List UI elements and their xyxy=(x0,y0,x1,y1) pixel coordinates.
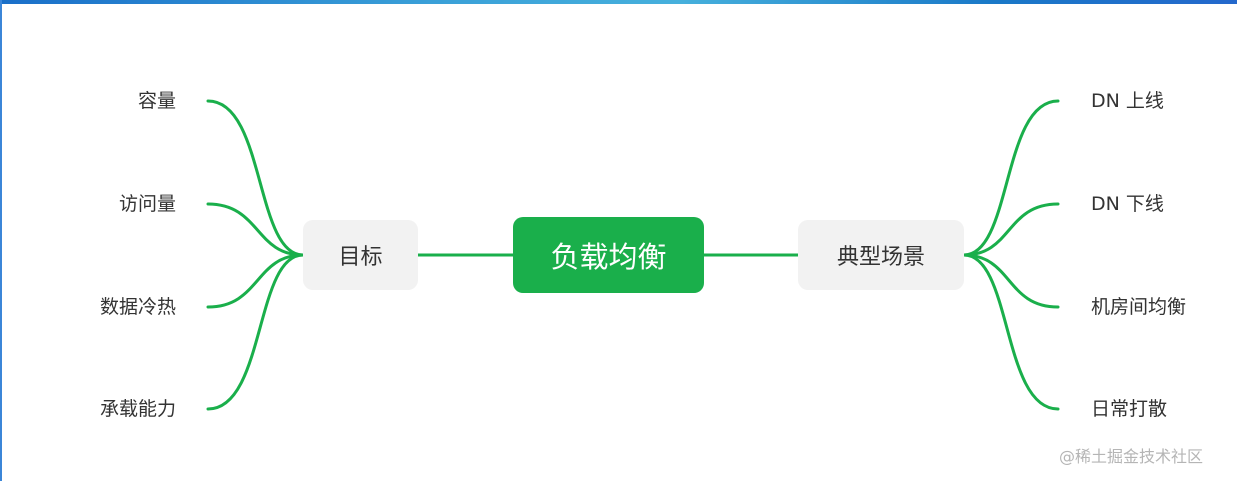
link-left-1 xyxy=(206,99,305,257)
leaf-access-volume[interactable]: 访问量 xyxy=(118,193,176,215)
branch-node-label: 典型场景 xyxy=(836,245,925,270)
link-right-2 xyxy=(962,202,1060,257)
leaf-cross-dc-balance[interactable]: 机房间均衡 xyxy=(1091,296,1187,318)
top-accent-bar xyxy=(0,0,1237,4)
leaf-data-hot-cold[interactable]: 数据冷热 xyxy=(99,296,176,318)
leaf-capacity[interactable]: 容量 xyxy=(137,90,176,112)
root-node[interactable]: 负载均衡 xyxy=(513,217,704,293)
root-node-label: 负载均衡 xyxy=(550,240,667,274)
branch-node-scenarios[interactable]: 典型场景 xyxy=(798,220,964,290)
branch-node-label: 目标 xyxy=(338,245,383,270)
link-left-2 xyxy=(206,202,305,257)
leaf-load-capacity[interactable]: 承载能力 xyxy=(99,398,176,420)
left-accent-border xyxy=(0,0,2,481)
link-right-3 xyxy=(962,253,1060,309)
link-right-4 xyxy=(962,253,1060,411)
link-left-3 xyxy=(206,253,305,309)
leaf-dn-online[interactable]: DN 上线 xyxy=(1091,90,1164,112)
leaf-dn-offline[interactable]: DN 下线 xyxy=(1091,193,1164,215)
watermark: @稀土掘金技术社区 xyxy=(1059,447,1204,466)
link-left-4 xyxy=(206,253,305,411)
leaf-daily-shuffle[interactable]: 日常打散 xyxy=(1091,398,1168,420)
branch-node-goals[interactable]: 目标 xyxy=(303,220,418,290)
link-right-1 xyxy=(962,99,1060,257)
